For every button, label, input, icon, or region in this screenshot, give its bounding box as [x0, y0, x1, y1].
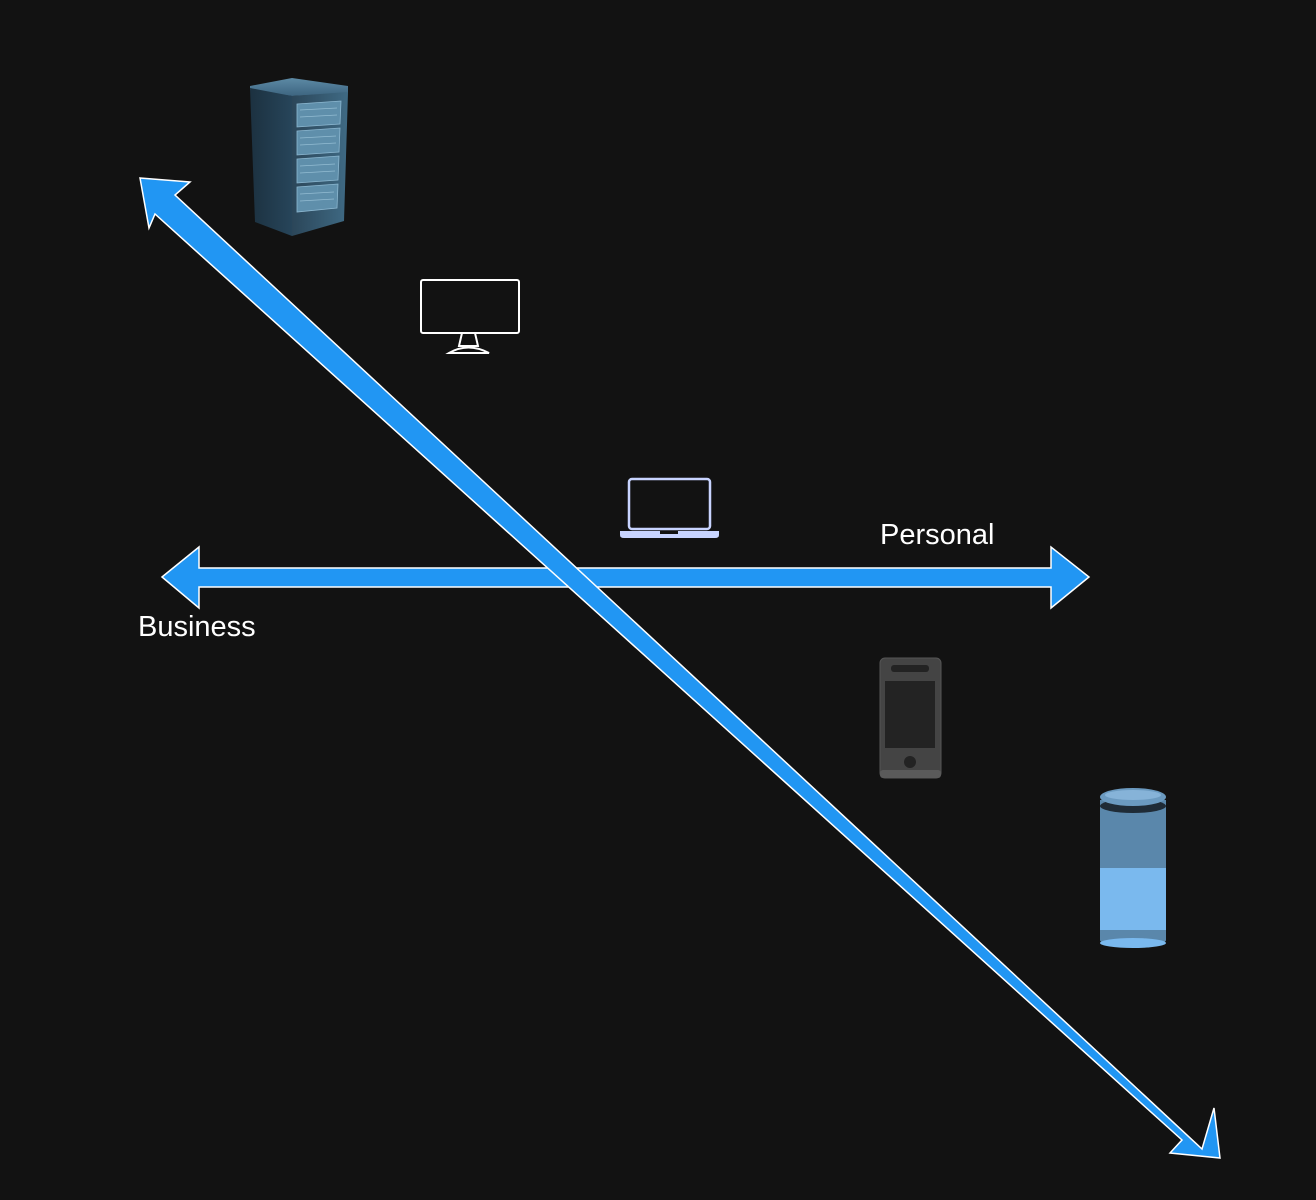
desktop-monitor-icon [420, 279, 520, 354]
diagonal-arrow [139, 177, 1221, 1159]
smartphone-icon [879, 657, 942, 779]
personal-label: Personal [880, 519, 995, 551]
laptop-icon [620, 477, 719, 538]
server-rack-icon [250, 78, 348, 236]
business-personal-arrow [160, 545, 1091, 610]
business-label: Business [138, 611, 256, 643]
smart-speaker-icon [1100, 788, 1166, 948]
